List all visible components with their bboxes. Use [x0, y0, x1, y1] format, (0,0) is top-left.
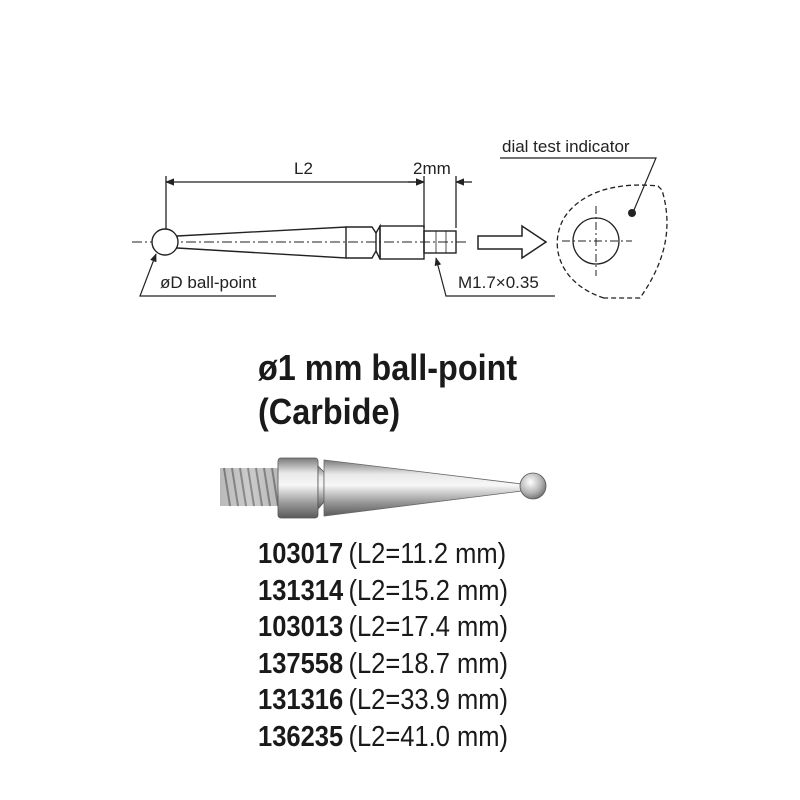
- part-length: (L2=33.9 mm): [348, 684, 509, 717]
- part-number: 103013: [258, 611, 344, 644]
- stylus-dimension-diagram: L2 2mm øD ball-point M1.7×0.35: [132, 137, 668, 299]
- thread-label: M1.7×0.35: [458, 273, 539, 292]
- part-row: 103017(L2=11.2 mm): [258, 536, 716, 573]
- stylus-photo-icon: [220, 457, 547, 519]
- part-length: (L2=17.4 mm): [348, 611, 509, 644]
- part-row: 131316(L2=33.9 mm): [258, 682, 716, 719]
- stylus-outline: [132, 223, 468, 260]
- heading-line-2: (Carbide): [258, 391, 401, 432]
- l2-label: L2: [294, 159, 313, 178]
- part-row: 137558(L2=18.7 mm): [258, 646, 716, 683]
- stylus-threads: [220, 467, 279, 507]
- part-number: 103017: [258, 538, 344, 570]
- stylus-ball: [519, 472, 547, 500]
- extension-lines: [165, 176, 457, 232]
- part-row: 131314(L2=15.2 mm): [258, 573, 716, 610]
- part-number: 131314: [258, 574, 344, 607]
- part-length: (L2=15.2 mm): [348, 574, 509, 607]
- part-length: (L2=11.2 mm): [348, 538, 507, 570]
- part-length: (L2=18.7 mm): [348, 647, 509, 680]
- dial-indicator-icon: [556, 184, 668, 299]
- ball-label: øD ball-point: [160, 273, 257, 292]
- part-row: 103013(L2=17.4 mm): [258, 609, 716, 646]
- part-number-list: 103017(L2=11.2 mm)131314(L2=15.2 mm)1030…: [258, 536, 716, 756]
- indicator-label: dial test indicator: [502, 137, 630, 156]
- heading-line-1: ø1 mm ball-point: [258, 347, 518, 388]
- part-number: 131316: [258, 684, 344, 717]
- product-heading: ø1 mm ball-point (Carbide): [258, 346, 708, 434]
- 2mm-label: 2mm: [413, 159, 451, 178]
- direction-arrow-icon: [477, 224, 548, 260]
- part-number: 137558: [258, 647, 344, 680]
- indicator-leader: [500, 157, 657, 211]
- ball-leader: [139, 253, 276, 297]
- part-number: 136235: [258, 720, 344, 753]
- stylus-body: [277, 457, 523, 519]
- part-length: (L2=41.0 mm): [348, 720, 509, 753]
- thread-leader: [434, 257, 555, 297]
- part-row: 136235(L2=41.0 mm): [258, 719, 716, 756]
